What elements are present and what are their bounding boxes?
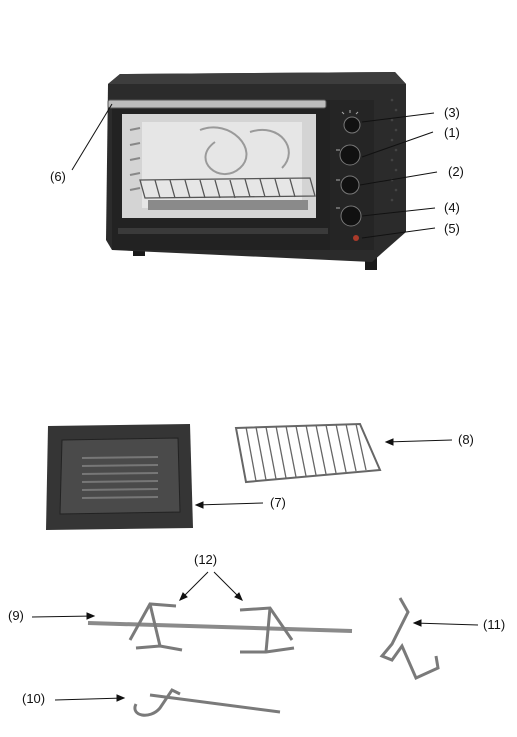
temperature-knob: [339, 144, 361, 166]
lifting-fork: [379, 597, 440, 680]
baking-tray-illustration: [46, 424, 193, 530]
callout-10: (10): [22, 691, 46, 706]
door-bottom-bar: [118, 228, 328, 234]
interior-grooves: [129, 127, 141, 191]
baking-tray-ridges: [81, 456, 159, 499]
door-handle: [107, 99, 327, 109]
rotisserie-handle-illustration: [133, 688, 281, 717]
rotisserie-fork-right: [239, 606, 295, 654]
heating-element: [199, 126, 290, 175]
mode-knob: [340, 175, 360, 195]
function-knob: [343, 116, 361, 134]
wire-rack: [234, 422, 382, 484]
callout-7: (7): [270, 495, 286, 510]
rotisserie-spit-illustration: [87, 602, 353, 654]
wire-rack-bars: [245, 423, 367, 482]
callout-1: (1): [444, 125, 460, 140]
callout-3: (3): [444, 105, 460, 120]
callout-4: (4): [444, 200, 460, 215]
toaster-oven-illustration: [106, 72, 406, 270]
oven-top: [108, 72, 406, 84]
lifting-fork-illustration: [379, 597, 440, 680]
timer-knob: [340, 205, 362, 227]
rotisserie-handle: [149, 693, 281, 714]
callout-8: (8): [458, 432, 474, 447]
power-indicator: [353, 235, 359, 241]
oven-interior: [142, 122, 302, 208]
oven-rack: [139, 177, 316, 199]
callout-11: (11): [483, 617, 506, 632]
oven-tray-inside: [148, 200, 308, 210]
callout-6: (6): [50, 169, 66, 184]
knob-marks: [336, 110, 359, 209]
oven-leader-lines: [71, 103, 438, 239]
accessory-leader-lines: [31, 438, 479, 702]
wire-rack-illustration: [234, 422, 382, 484]
callout-12: (12): [194, 552, 218, 567]
baking-tray-inner: [59, 437, 181, 515]
rotisserie-fork-left: [128, 602, 183, 652]
callout-2: (2): [448, 164, 464, 179]
callout-9: (9): [8, 608, 24, 623]
rotisserie-spit-rod: [87, 621, 353, 633]
callout-5: (5): [444, 221, 460, 236]
